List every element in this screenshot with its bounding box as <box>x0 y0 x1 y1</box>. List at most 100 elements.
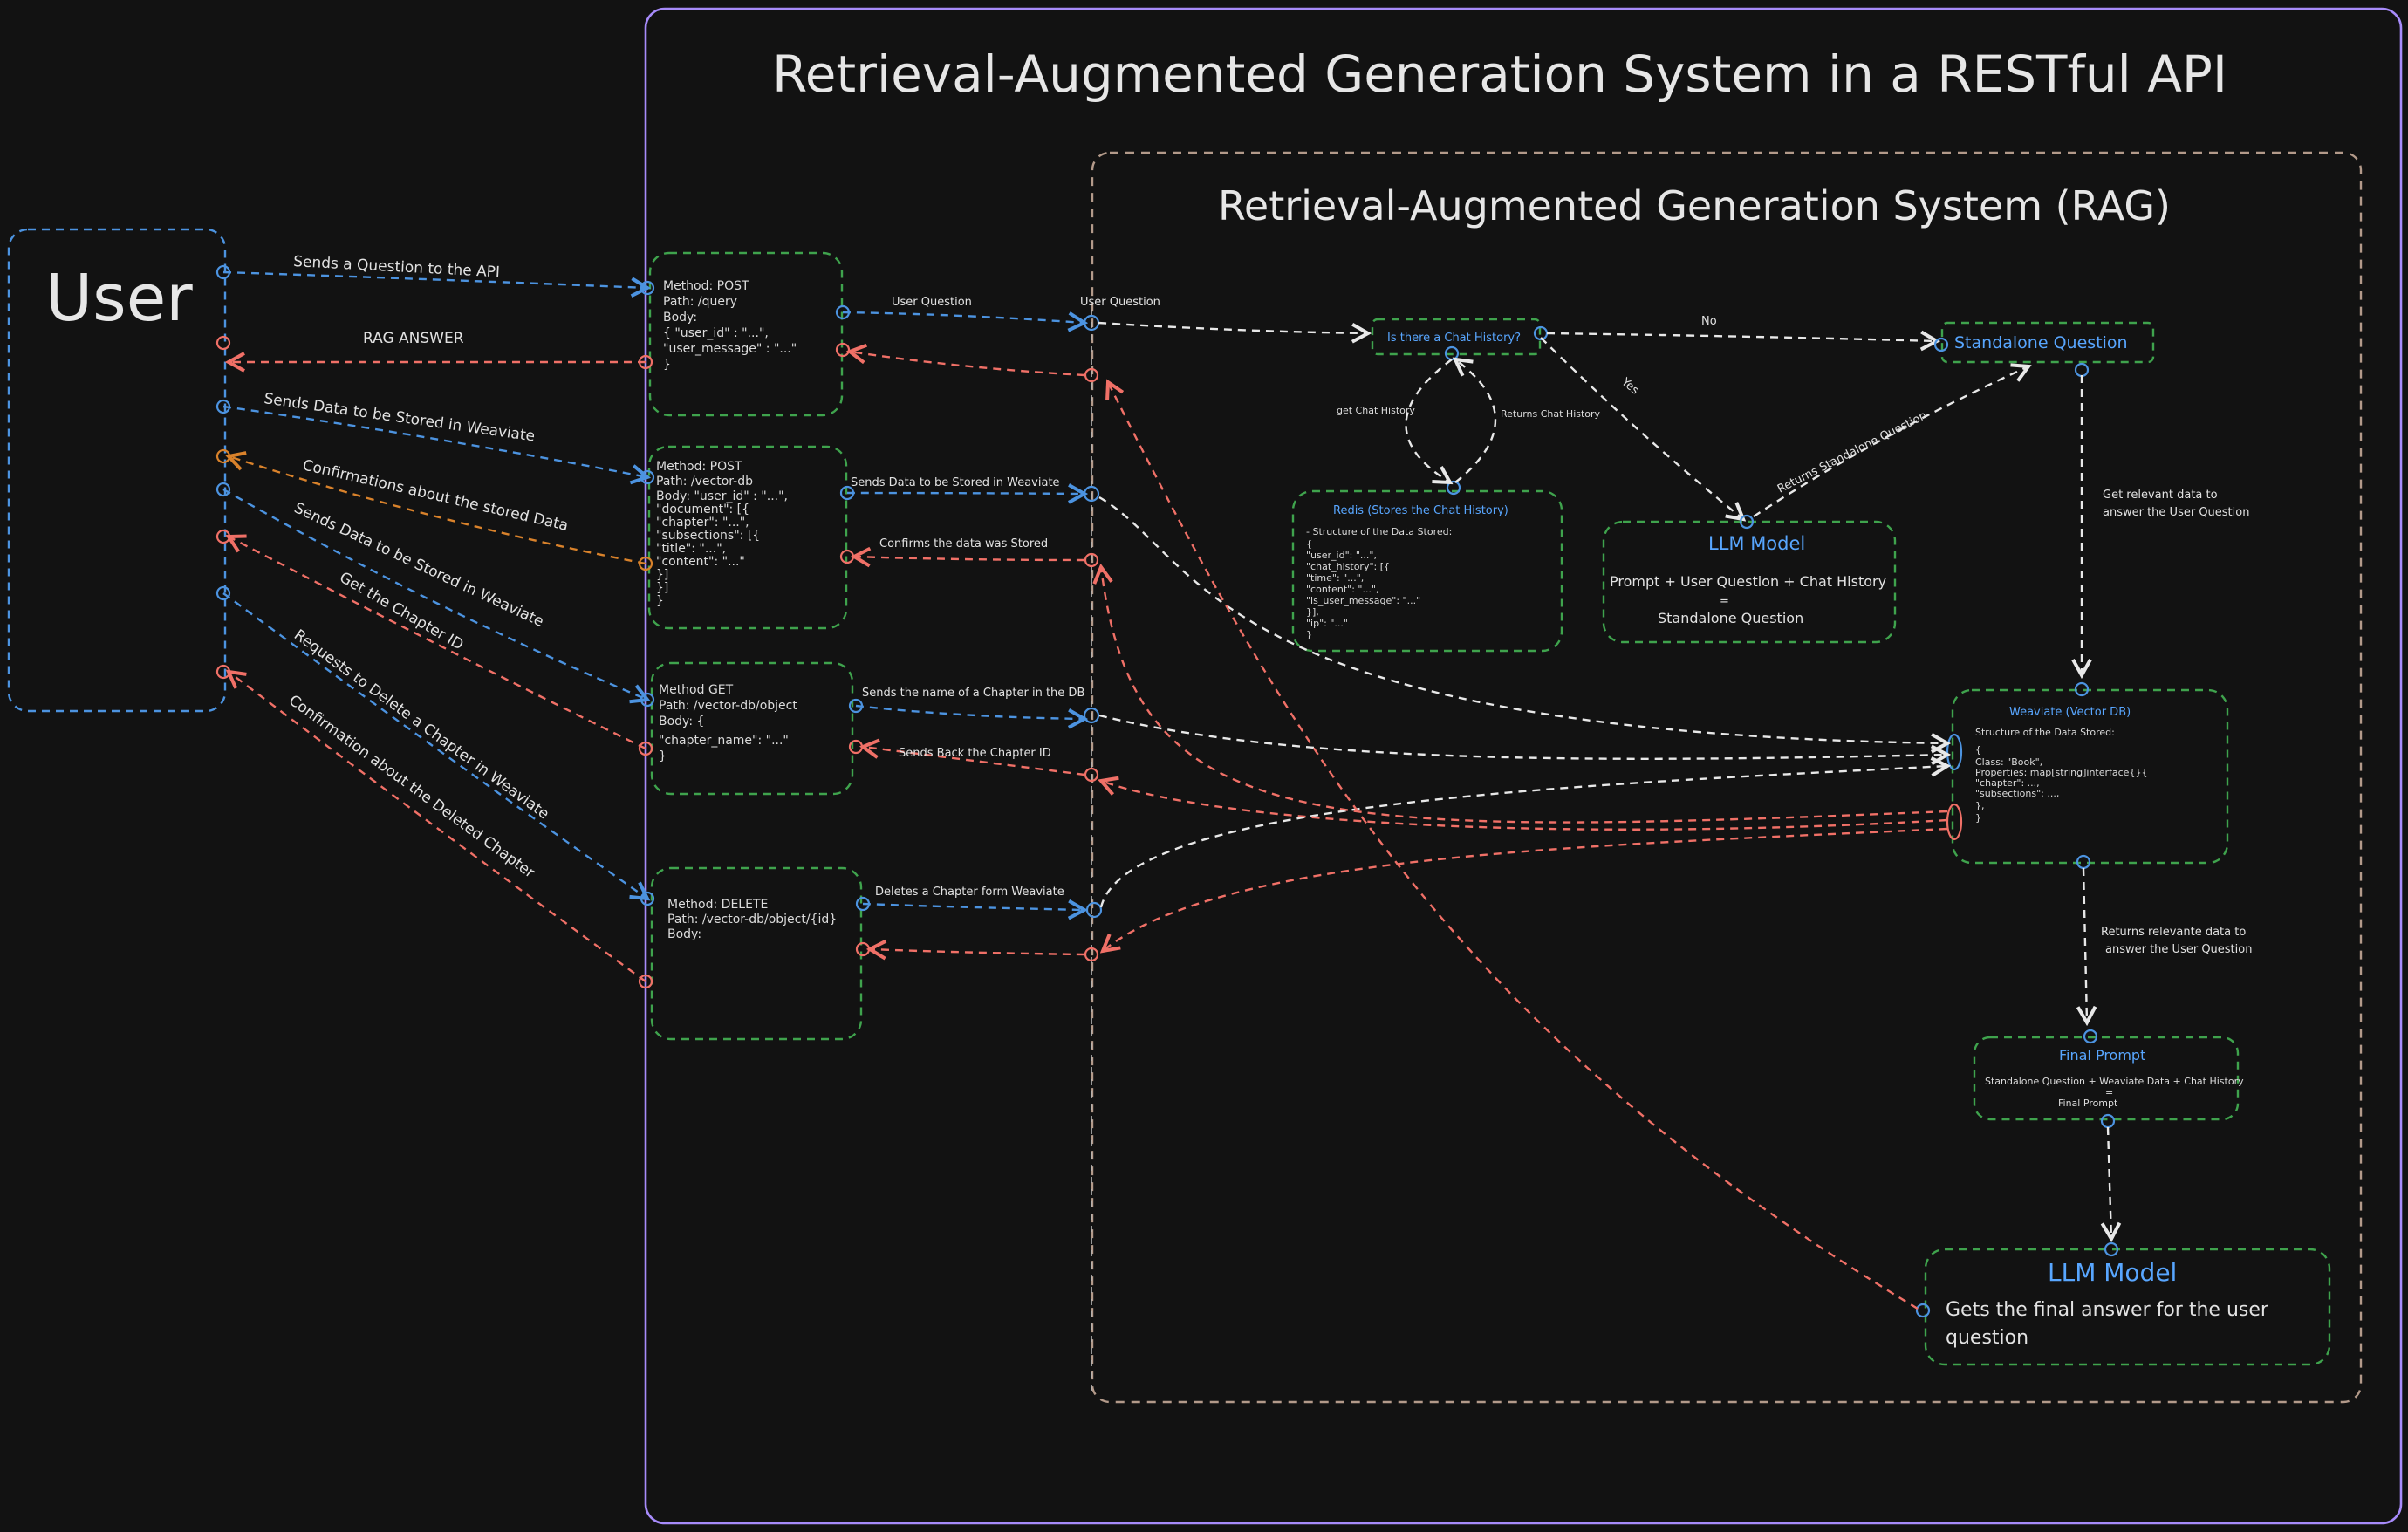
redis-line: "chat_history": [{ <box>1306 561 1390 572</box>
edge-api-chapter-id-label: Sends Back the Chapter ID <box>899 747 1051 760</box>
weaviate-line: "subsections": ..., <box>1975 788 2059 799</box>
endpoint-store-line: }] <box>656 581 668 595</box>
endpoint-vector-db-get[interactable]: Method GET Path: /vector-db/object Body:… <box>650 661 854 796</box>
edge-get-chat-history <box>1405 359 1452 482</box>
rag-title: Retrieval-Augmented Generation System (R… <box>1218 182 2171 229</box>
returns-relevant-label: answer the User Question <box>2105 943 2252 956</box>
weaviate-line: }, <box>1975 800 1985 811</box>
endpoint-get-line: Method GET <box>659 683 734 697</box>
final-prompt-node[interactable]: Final Prompt Standalone Question + Weavi… <box>1973 1036 2244 1121</box>
svg-text:Method: DELETE Path: /ve: Method: DELETE Path: /vector-db/object/{… <box>667 898 841 941</box>
endpoint-get-line: Path: /vector-db/object <box>659 699 797 713</box>
weaviate-node[interactable]: Weaviate (Vector DB) Structure of the Da… <box>1951 688 2229 865</box>
edge-yes-label: Yes <box>1618 375 1642 398</box>
redis-line: "content": "...", <box>1306 584 1379 595</box>
redis-title: Redis (Stores the Chat History) <box>1333 504 1508 517</box>
edge-api-user-question-label: User Question <box>892 296 972 309</box>
page-title: Retrieval-Augmented Generation System in… <box>772 44 2227 104</box>
weaviate-line: Structure of the Data Stored: <box>1975 727 2115 738</box>
weaviate-line: "chapter": ..., <box>1975 777 2040 789</box>
standalone-question-node[interactable] <box>1940 321 2155 364</box>
redis-node[interactable]: Redis (Stores the Chat History) - Struct… <box>1291 489 1563 653</box>
svg-text:Method GET Path: /vector: Method GET Path: /vector-db/object Body:… <box>659 683 801 763</box>
rag-frame <box>1091 151 2363 1404</box>
endpoint-query-line: } <box>663 358 671 372</box>
endpoint-store-line: "subsections": [{ <box>656 529 760 543</box>
redis-line: "is_user_message": "..." <box>1306 595 1420 606</box>
redis-line: "ip": "..." <box>1306 618 1348 629</box>
llm2-port <box>1915 1303 1931 1318</box>
get-relevant-label: Get relevant data to <box>2103 489 2218 502</box>
endpoint-store-line: Method: POST <box>656 460 742 474</box>
redis-line: - Structure of the Data Stored: <box>1306 526 1452 537</box>
redis-line: { <box>1306 538 1312 550</box>
standalone-question-label: Standalone Question <box>1954 333 2128 352</box>
svg-text:Get relevant data to answe: Get relevant data to answer the User Que… <box>2103 489 2249 519</box>
endpoint-store-line: "title": "...", <box>656 542 726 556</box>
standalone-port <box>1933 337 1949 352</box>
llm-model-final[interactable]: LLM Model Gets the final answer for the … <box>1924 1248 2331 1366</box>
redis-line: "time": "...", <box>1306 572 1364 584</box>
standalone-port <box>2074 362 2090 378</box>
endpoint-query[interactable]: Method: POST Path: /query Body: { "user_… <box>648 251 844 417</box>
svg-text:Structure of the Data Stored:: Structure of the Data Stored: { Class: "… <box>1975 727 2151 824</box>
edge-lane-delete-weaviate <box>1099 766 1947 908</box>
endpoint-vector-db-store[interactable]: Method: POST Path: /vector-db Body: "use… <box>647 445 848 630</box>
edge-api-answer <box>850 352 1085 377</box>
final-prompt-port <box>2100 1113 2116 1129</box>
endpoint-query-line: Path: /query <box>663 295 737 309</box>
edge-api-confirm-label: Confirms the data was Stored <box>879 537 1048 551</box>
edge-user-delete <box>222 592 647 899</box>
endpoint-query-line: { "user_id" : "...", <box>663 326 769 340</box>
edge-yes <box>1540 337 1743 519</box>
lane-ports <box>1083 314 1103 962</box>
edge-returns-chat-history-label: Returns Chat History <box>1501 408 1601 420</box>
endpoint-get-line: } <box>659 749 667 763</box>
weaviate-title: Weaviate (Vector DB) <box>2009 706 2131 719</box>
endpoint-vector-db-delete[interactable]: Method: DELETE Path: /vector-db/object/{… <box>650 866 863 1041</box>
endpoint-store-line: "chapter": "...", <box>656 516 749 530</box>
lane-user-question-label: User Question <box>1080 296 1160 309</box>
edge-lane-to-chat-history <box>1098 321 1368 333</box>
final-prompt-line1: Standalone Question + Weaviate Data + Ch… <box>1985 1076 2244 1087</box>
llm1-line2: = <box>1720 595 1729 608</box>
user-ports <box>215 264 231 680</box>
edge-api-store-label: Sends Data to be Stored in Weaviate <box>851 476 1060 489</box>
final-prompt-line2: = <box>2105 1087 2113 1098</box>
llm1-port <box>1739 514 1755 530</box>
edge-weaviate-confirm <box>1101 567 1948 824</box>
weaviate-line: Properties: map[string]interface{}{ <box>1975 767 2147 778</box>
edge-api-chapter-name <box>855 704 1084 719</box>
edge-returns-relevant <box>2083 867 2087 1022</box>
edge-user-ask <box>222 270 647 288</box>
endpoint-query-line: "user_message" : "..." <box>663 342 797 356</box>
edge-user-answer-label: RAG ANSWER <box>363 330 464 347</box>
edge-weaviate-delete-confirm <box>1103 827 1948 951</box>
edge-api-delete-confirm <box>870 949 1085 954</box>
endpoint-get-line: Body: { <box>659 715 704 728</box>
svg-text:Method: POST Path: /quer: Method: POST Path: /query Body: { "user_… <box>663 279 801 372</box>
llm-model-standalone[interactable]: LLM Model Prompt + User Question + Chat … <box>1602 520 1897 644</box>
user-label: User <box>45 261 193 336</box>
redis-line: "user_id": "...", <box>1306 550 1377 561</box>
endpoint-query-line: Method: POST <box>663 279 749 293</box>
weaviate-line: { <box>1975 744 1981 756</box>
edge-api-user-question <box>842 311 1084 323</box>
svg-text:Method: POST Path: /vect: Method: POST Path: /vector-db Body: "use… <box>656 460 791 608</box>
edge-user-store-label: Sends Data to be Stored in Weaviate <box>263 390 536 445</box>
edge-api-delete-label: Deletes a Chapter form Weaviate <box>875 886 1064 899</box>
endpoint-store-line: Path: /vector-db <box>656 475 753 489</box>
chat-history-decision-label: Is there a Chat History? <box>1387 332 1521 345</box>
user-box[interactable] <box>7 228 227 713</box>
edge-user-store-2 <box>222 488 647 700</box>
edge-returns-standalone-label: Returns Standalone Question <box>1775 409 1929 496</box>
llm2-line2: question <box>1946 1327 2028 1349</box>
edge-returns-chat-history <box>1455 359 1496 483</box>
edge-get-chat-history-label: get Chat History <box>1337 405 1415 416</box>
weaviate-line: } <box>1975 812 1981 824</box>
edge-user-confirm-store <box>229 456 646 565</box>
edge-api-delete <box>862 904 1084 910</box>
edge-final-answer <box>1108 382 1919 1310</box>
weaviate-port <box>2074 681 2090 697</box>
edge-weaviate-chapter-id <box>1101 781 1948 831</box>
